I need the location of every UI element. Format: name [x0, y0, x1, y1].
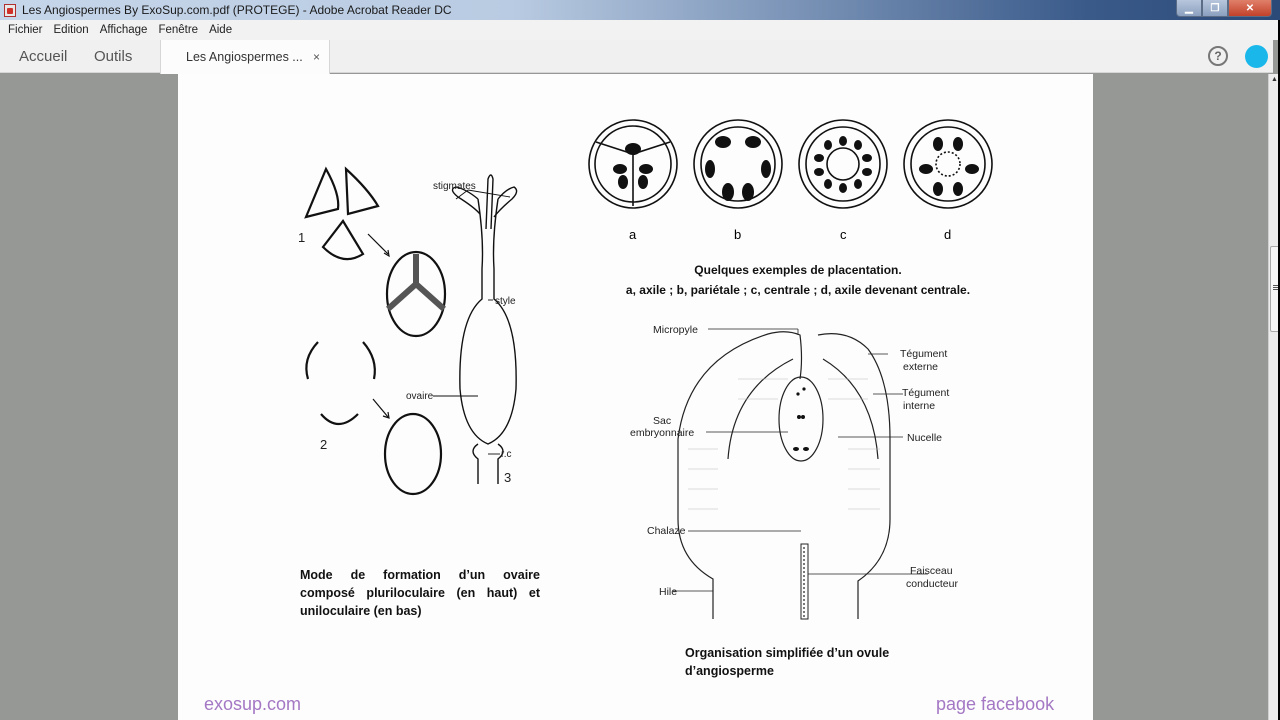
help-icon[interactable]: ? [1208, 46, 1228, 66]
label-sac-2: embryonnaire [630, 427, 694, 439]
label-micropyle: Micropyle [653, 324, 698, 336]
label-hile: Hile [659, 586, 677, 598]
window-title: Les Angiospermes By ExoSup.com.pdf (PROT… [22, 3, 452, 17]
label-ovaire: ovaire [406, 391, 434, 402]
ovule-caption: Organisation simplifiée d’un ovule d’ang… [685, 646, 890, 678]
footer-link-exosup[interactable]: exosup.com [204, 694, 302, 714]
menu-aide[interactable]: Aide [209, 24, 233, 36]
pdf-page: stigmates style ovaire r.c 1 2 3 Mode de… [178, 74, 1093, 720]
placentation-letter-a: a [629, 227, 637, 242]
tab-document[interactable]: Les Angiospermes ... × [160, 40, 330, 74]
close-tab-icon[interactable]: × [312, 50, 320, 64]
placentation-letter-d: d [944, 227, 951, 242]
tab-accueil[interactable]: Accueil [19, 48, 68, 65]
label-tegument-externe-1: Tégument [900, 348, 947, 360]
ovary-formation-figure: stigmates style ovaire r.c 1 2 3 [298, 166, 518, 496]
tab-outils[interactable]: Outils [94, 48, 133, 65]
placentation-subtitle: a, axile ; b, pariétale ; c, centrale ; … [625, 283, 971, 297]
restore-button[interactable]: ❐ [1202, 0, 1228, 17]
profile-avatar[interactable] [1245, 45, 1268, 68]
label-3: 3 [504, 470, 511, 485]
footer-link-facebook[interactable]: page facebook [936, 694, 1055, 714]
menu-fenetre[interactable]: Fenêtre [158, 24, 199, 36]
placentation-figure: a b c d [588, 119, 993, 242]
document-viewer: stigmates style ovaire r.c 1 2 3 Mode de… [2, 74, 1268, 720]
window-controls: ▁ ❐ ✕ [1176, 0, 1272, 18]
label-rc: r.c [501, 449, 512, 460]
ovary-formation-caption: Mode de formation d’un ovaire composé pl… [300, 568, 540, 618]
grip-icon [1273, 285, 1278, 286]
label-stigmates: stigmates [433, 181, 476, 192]
minimize-button[interactable]: ▁ [1176, 0, 1202, 17]
label-2: 2 [320, 437, 327, 452]
scroll-up-arrow-icon[interactable]: ▲ [1271, 76, 1278, 83]
close-window-button[interactable]: ✕ [1228, 0, 1272, 17]
menu-bar: Fichier Edition Affichage Fenêtre Aide [0, 20, 1280, 40]
label-1: 1 [298, 230, 305, 245]
label-tegument-interne-2: interne [903, 400, 935, 412]
placentation-caption: Quelques exemples de placentation. a, ax… [608, 260, 988, 300]
label-nucelle: Nucelle [907, 432, 942, 444]
label-tegument-externe-2: externe [903, 361, 938, 373]
label-faisceau-2: conducteur [906, 578, 958, 590]
menu-fichier[interactable]: Fichier [8, 24, 43, 36]
label-tegument-interne-1: Tégument [902, 387, 949, 399]
label-chalaze: Chalaze [647, 525, 686, 537]
menu-edition[interactable]: Edition [53, 24, 89, 36]
placentation-letter-c: c [840, 227, 847, 242]
label-sac-1: Sac [653, 415, 671, 427]
window-edge [1278, 20, 1280, 720]
label-faisceau-1: Faisceau [910, 565, 953, 577]
ovule-figure: Micropyle Tégument externe Tégument inte… [630, 324, 958, 620]
placentation-letter-b: b [734, 227, 741, 242]
menu-affichage[interactable]: Affichage [99, 24, 148, 36]
acrobat-pdf-icon [4, 3, 16, 17]
tab-document-label: Les Angiospermes ... [186, 50, 303, 64]
tab-bar: Accueil Outils Les Angiospermes ... × ? [0, 40, 1273, 74]
window-title-bar: Les Angiospermes By ExoSup.com.pdf (PROT… [0, 0, 1280, 20]
placentation-title: Quelques exemples de placentation. [694, 263, 902, 277]
label-style: style [495, 296, 516, 307]
